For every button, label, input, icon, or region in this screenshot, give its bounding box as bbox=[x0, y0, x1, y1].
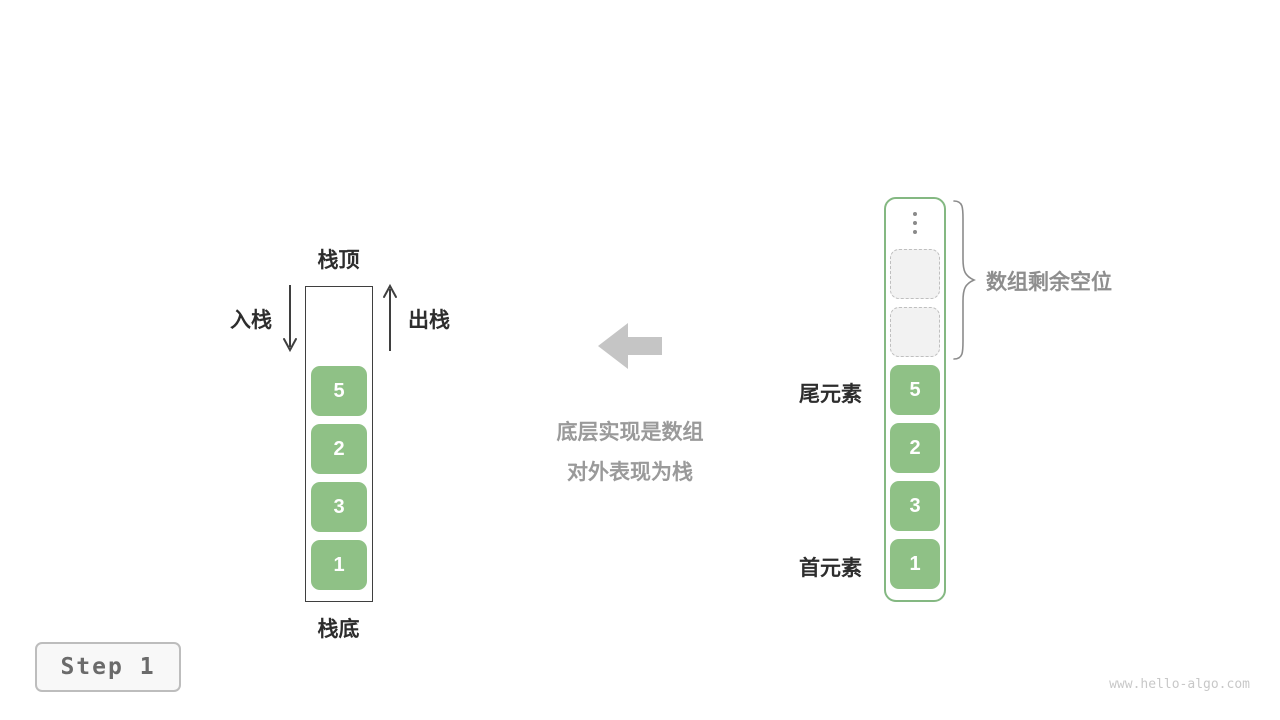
remaining-slots-label: 数组剩余空位 bbox=[986, 271, 1112, 294]
stack-top-label: 栈顶 bbox=[317, 249, 360, 272]
brace-icon bbox=[953, 200, 976, 360]
step-badge: Step 1 bbox=[35, 642, 181, 692]
push-arrow-icon bbox=[283, 285, 297, 353]
stack-cell: 2 bbox=[311, 424, 367, 474]
array-cell: 5 bbox=[890, 365, 940, 415]
array-cell: 1 bbox=[890, 539, 940, 589]
stack-container: 5 2 3 1 bbox=[305, 286, 373, 602]
stack-cell: 3 bbox=[311, 482, 367, 532]
tail-element-label: 尾元素 bbox=[799, 383, 862, 406]
array-cell: 2 bbox=[890, 423, 940, 473]
array-cell: 3 bbox=[890, 481, 940, 531]
empty-slot bbox=[890, 249, 940, 299]
watermark: www.hello-algo.com bbox=[1109, 677, 1250, 692]
caption-line-1: 底层实现是数组 bbox=[556, 421, 704, 444]
ellipsis-icon bbox=[913, 205, 917, 241]
pop-label: 出栈 bbox=[408, 309, 450, 332]
stack-cell: 5 bbox=[311, 366, 367, 416]
left-block-arrow-icon bbox=[598, 323, 662, 369]
push-label: 入栈 bbox=[230, 309, 272, 332]
head-element-label: 首元素 bbox=[799, 557, 862, 580]
array-container: 5 2 3 1 bbox=[884, 197, 946, 602]
stack-cell: 1 bbox=[311, 540, 367, 590]
empty-slot bbox=[890, 307, 940, 357]
pop-arrow-icon bbox=[383, 283, 397, 351]
caption-line-2: 对外表现为栈 bbox=[567, 461, 693, 484]
stack-bottom-label: 栈底 bbox=[317, 618, 360, 641]
